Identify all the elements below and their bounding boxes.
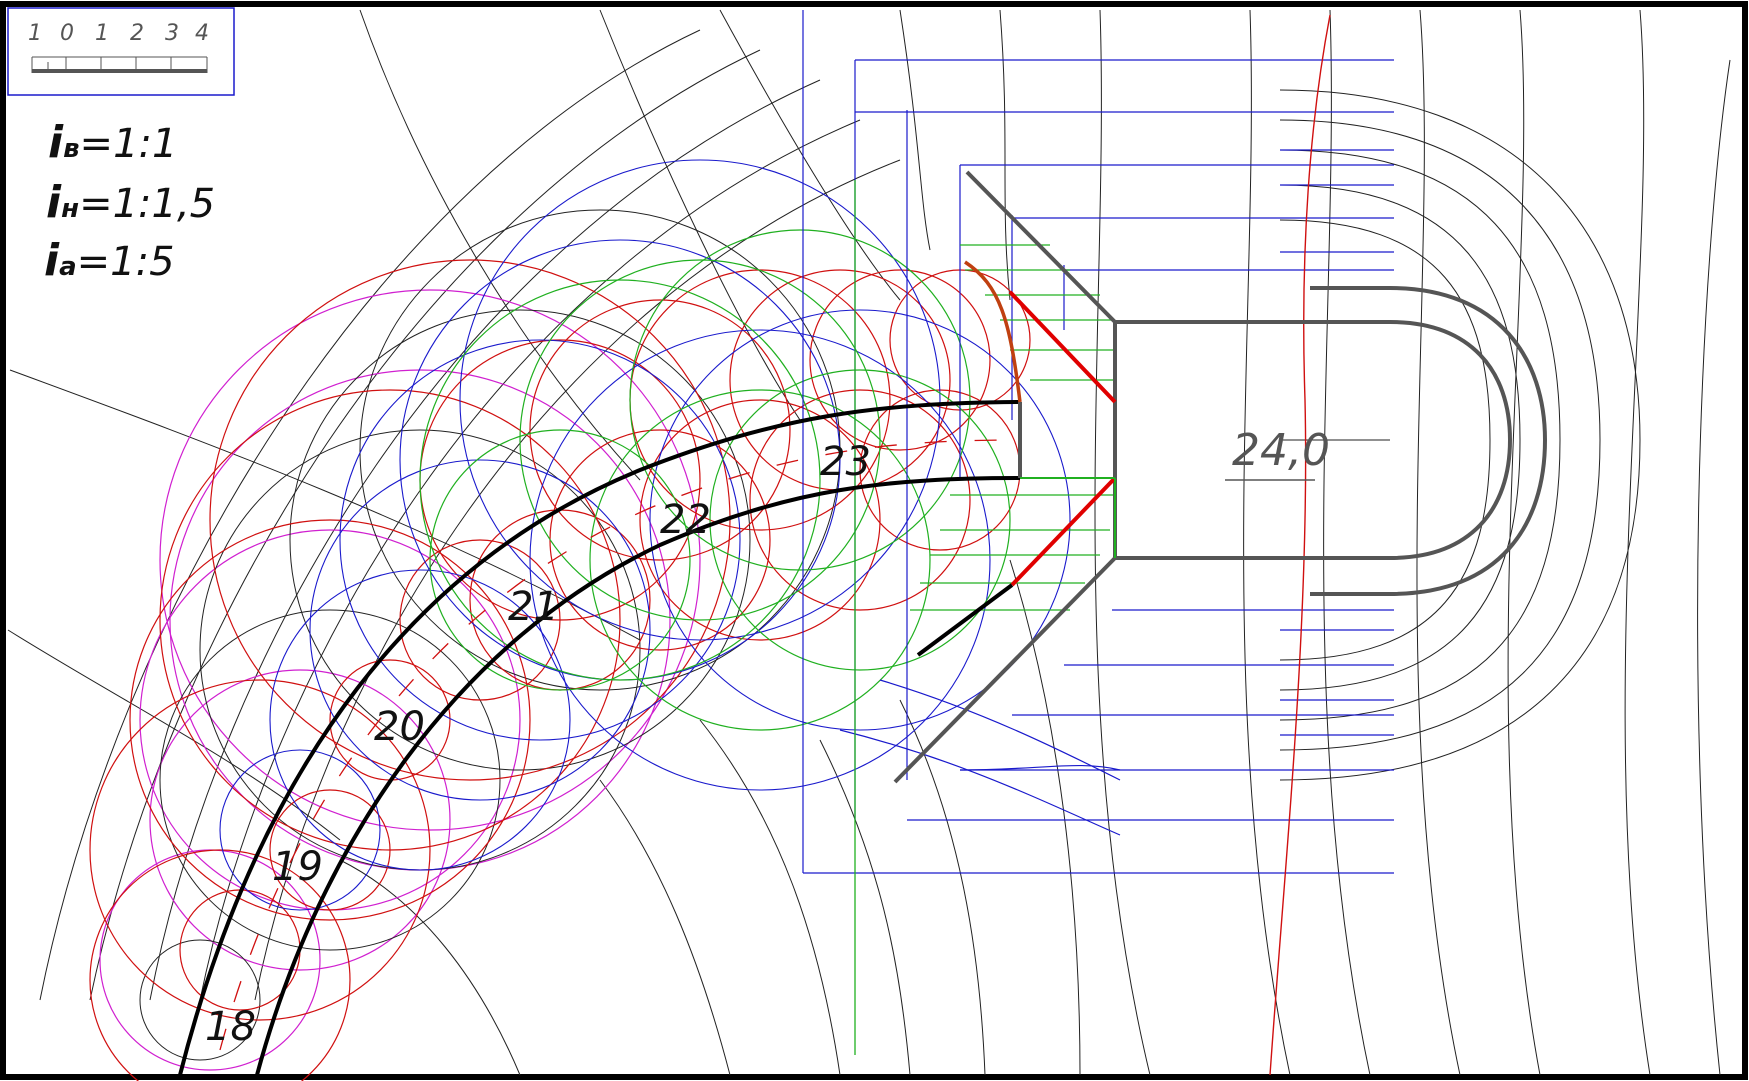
contour-label-23: 23 bbox=[820, 439, 871, 485]
scale-bar-box bbox=[7, 7, 235, 96]
zero-work-line bbox=[1269, 14, 1331, 1076]
contour-label-18: 18 bbox=[205, 1004, 256, 1050]
terrain-contours bbox=[7, 9, 1731, 1076]
contour-label-19: 19 bbox=[272, 844, 323, 890]
slope-i-h: iн=1:1,5 bbox=[46, 177, 215, 228]
scale-tick-label: 1 bbox=[28, 21, 42, 46]
slope-value: =1:5 bbox=[77, 239, 175, 285]
slope-subscript: а bbox=[59, 252, 77, 282]
slope-value: =1:1,5 bbox=[79, 181, 215, 227]
slope-transition-lines bbox=[1008, 290, 1117, 587]
slope-legend: iв=1:1 iн=1:1,5 iа=1:5 bbox=[44, 117, 215, 286]
slope-symbol: i bbox=[48, 117, 64, 168]
black-slope-line bbox=[916, 583, 1014, 657]
road-edges bbox=[178, 400, 1021, 1076]
slope-symbol: i bbox=[44, 235, 60, 286]
slope-i-a: iа=1:5 bbox=[44, 235, 175, 286]
scale-tick-label: 3 bbox=[165, 21, 179, 46]
road-centre-dashes bbox=[219, 439, 1021, 1051]
contour-label-22: 22 bbox=[660, 497, 711, 543]
slope-value: =1:1 bbox=[80, 121, 178, 167]
black-slope-circles bbox=[139, 209, 841, 1061]
scale-bar: 1 0 1 2 3 4 bbox=[7, 7, 235, 96]
blue-slope-circles bbox=[219, 159, 1071, 911]
scale-tick-label: 0 bbox=[60, 21, 74, 46]
slope-i-b: iв=1:1 bbox=[48, 117, 177, 168]
road-outer-edge bbox=[178, 400, 1021, 1076]
slope-symbol: i bbox=[46, 177, 62, 228]
green-slope-circles bbox=[419, 229, 1011, 731]
elevation-label: 24,0 bbox=[1232, 425, 1330, 476]
scale-tick-label: 1 bbox=[95, 21, 109, 46]
slope-subscript: в bbox=[63, 134, 79, 164]
road-inner-edge bbox=[255, 476, 1021, 1076]
platform-elevation: 24,0 bbox=[1225, 425, 1330, 481]
scale-tick-label: 4 bbox=[195, 21, 209, 46]
green-slope-hatch bbox=[854, 180, 1115, 1055]
contour-label-21: 21 bbox=[508, 584, 559, 630]
brown-cut-boundary bbox=[964, 260, 1022, 403]
slope-subscript: н bbox=[61, 194, 79, 224]
contour-label-20: 20 bbox=[374, 704, 425, 750]
contour-labels: 18 19 20 21 22 23 bbox=[205, 439, 871, 1050]
scale-tick-label: 2 bbox=[130, 21, 144, 46]
